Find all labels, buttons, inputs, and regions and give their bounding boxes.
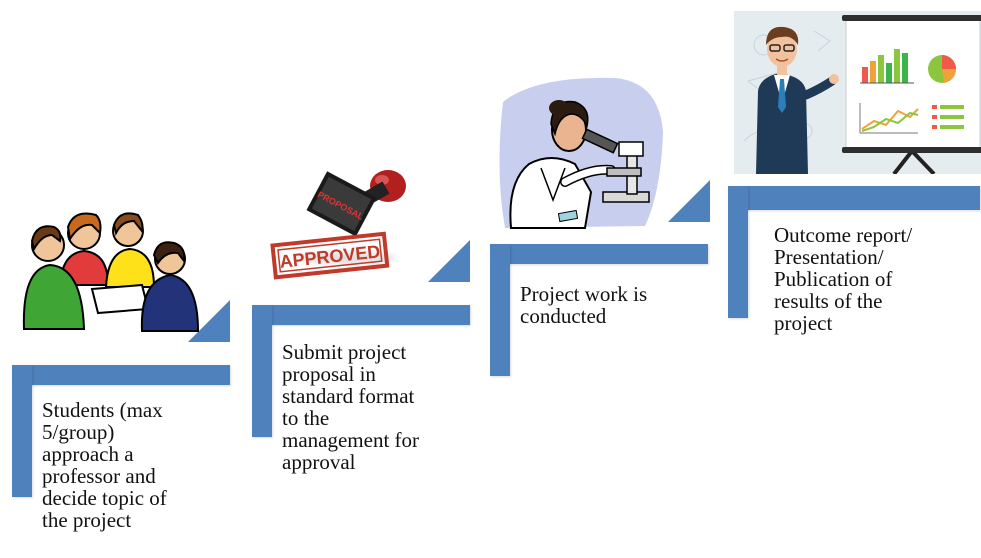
step-4-top-bar xyxy=(728,186,980,210)
step-3-text: Project work is conducted xyxy=(520,282,648,328)
step-3-left-bar xyxy=(490,244,510,376)
students-group-icon xyxy=(22,205,200,333)
step-2-top-bar xyxy=(252,305,470,325)
step-1-text: Students (max 5/group) approach a profes… xyxy=(42,398,167,532)
step-1-left-bar xyxy=(12,365,32,497)
step-2-text: Submit project proposal in standard form… xyxy=(282,340,420,474)
step-2-arrow-triangle xyxy=(428,240,470,282)
step-3-top-bar xyxy=(490,244,708,264)
step-4-text: Outcome report/ Presentation/ Publicatio… xyxy=(774,223,913,335)
scientist-microscope-icon xyxy=(495,72,665,232)
step-2-left-bar xyxy=(252,305,272,437)
step-1-top-bar xyxy=(12,365,230,385)
step-4-left-bar xyxy=(728,186,748,318)
approved-stamp-icon: PROPOSAL APPROVED xyxy=(266,162,416,280)
presenter-charts-icon xyxy=(734,11,981,174)
step-3-arrow-triangle xyxy=(668,180,710,222)
